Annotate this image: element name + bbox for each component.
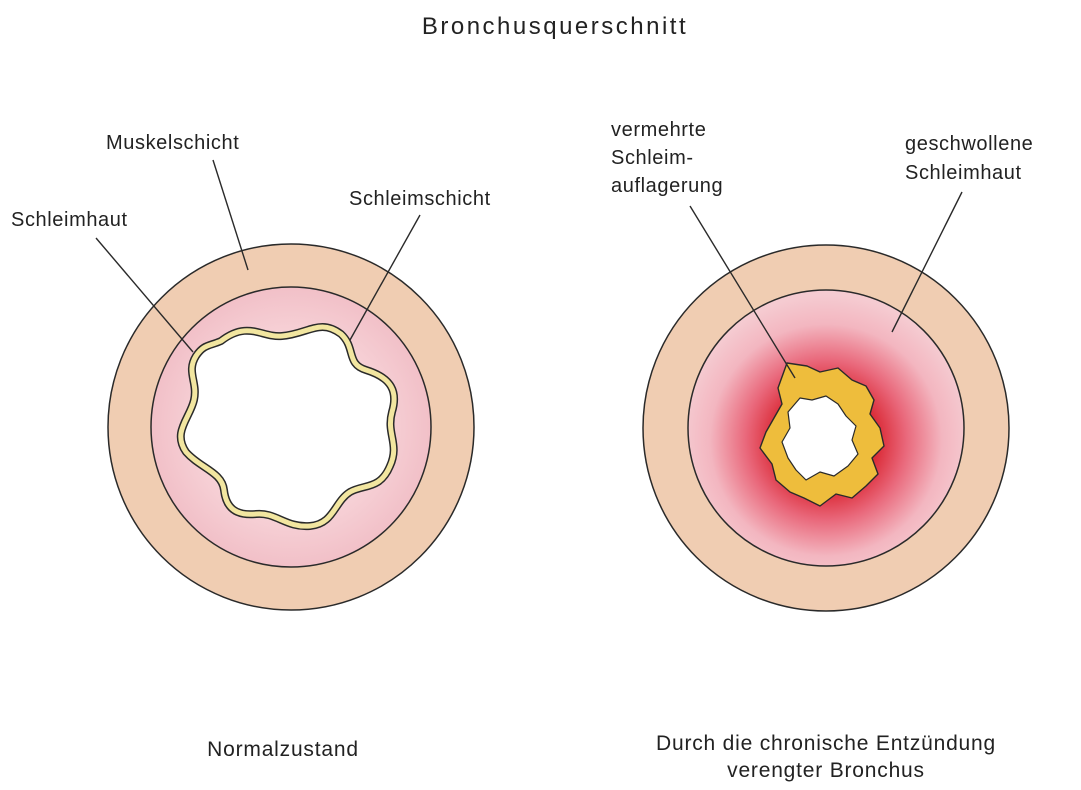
caption-inflamed-2: verengter Bronchus — [727, 759, 925, 782]
diagram-title: Bronchusquerschnitt — [422, 13, 688, 40]
caption-inflamed-1: Durch die chronische Entzündung — [656, 732, 996, 755]
label-schleimauflagerung-2: Schleim- — [611, 147, 694, 169]
caption-normal: Normalzustand — [207, 738, 359, 761]
label-schleimhaut: Schleimhaut — [11, 209, 128, 231]
label-schleimschicht: Schleimschicht — [349, 188, 491, 210]
normal-bronchus: Muskelschicht Schleimhaut Schleimschicht… — [11, 132, 491, 761]
label-muskelschicht: Muskelschicht — [106, 132, 239, 154]
inflamed-bronchus: vermehrte Schleim- auflagerung geschwoll… — [611, 119, 1033, 782]
label-schleimauflagerung-1: vermehrte — [611, 119, 706, 141]
label-geschwollene-schleimhaut-1: geschwollene — [905, 133, 1033, 155]
label-schleimauflagerung-3: auflagerung — [611, 175, 723, 197]
label-geschwollene-schleimhaut-2: Schleimhaut — [905, 162, 1022, 184]
